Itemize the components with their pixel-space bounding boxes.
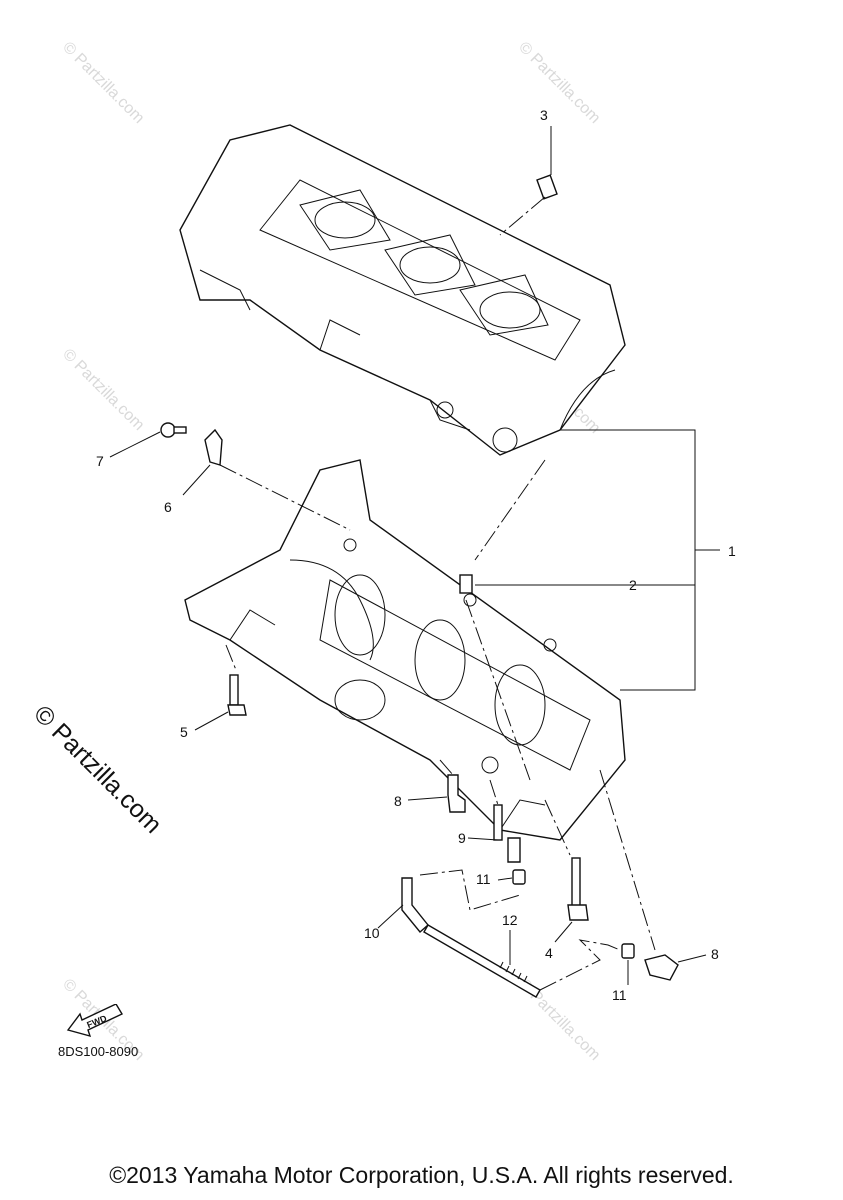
callout-9: 9 <box>458 830 466 846</box>
upper-crankcase <box>179 124 626 456</box>
callout-11-upper: 11 <box>476 871 491 887</box>
callout-4: 4 <box>545 945 553 961</box>
callout-11-lower: 11 <box>612 987 627 1003</box>
small-parts <box>160 174 679 998</box>
callout-8-left: 8 <box>394 793 402 809</box>
lower-crankcase <box>184 459 626 841</box>
callout-5: 5 <box>180 724 188 740</box>
exploded-parts-diagram: © Partzilla.com © Partzilla.com © Partzi… <box>59 39 736 1064</box>
watermark-tile: © Partzilla.com <box>515 39 603 127</box>
callout-10: 10 <box>364 925 380 941</box>
callout-3: 3 <box>540 107 548 123</box>
watermark-tile: © Partzilla.com <box>59 346 147 434</box>
diagram-reference-code: 8DS100-8090 <box>58 1044 139 1059</box>
callout-labels: 1 2 3 4 5 6 7 8 8 9 10 11 11 12 <box>96 107 736 1003</box>
fwd-arrow-icon: FWD <box>66 1004 123 1038</box>
callout-1: 1 <box>728 543 736 559</box>
leader-lines <box>109 126 720 991</box>
callout-6: 6 <box>164 499 172 515</box>
callout-2: 2 <box>629 577 637 593</box>
callout-12: 12 <box>502 912 518 928</box>
fwd-label: FWD <box>85 1013 108 1030</box>
callout-8-right: 8 <box>711 946 719 962</box>
copyright-footer: ©2013 Yamaha Motor Corporation, U.S.A. A… <box>109 1162 734 1188</box>
watermark-tile: © Partzilla.com <box>59 39 147 127</box>
callout-7: 7 <box>96 453 104 469</box>
